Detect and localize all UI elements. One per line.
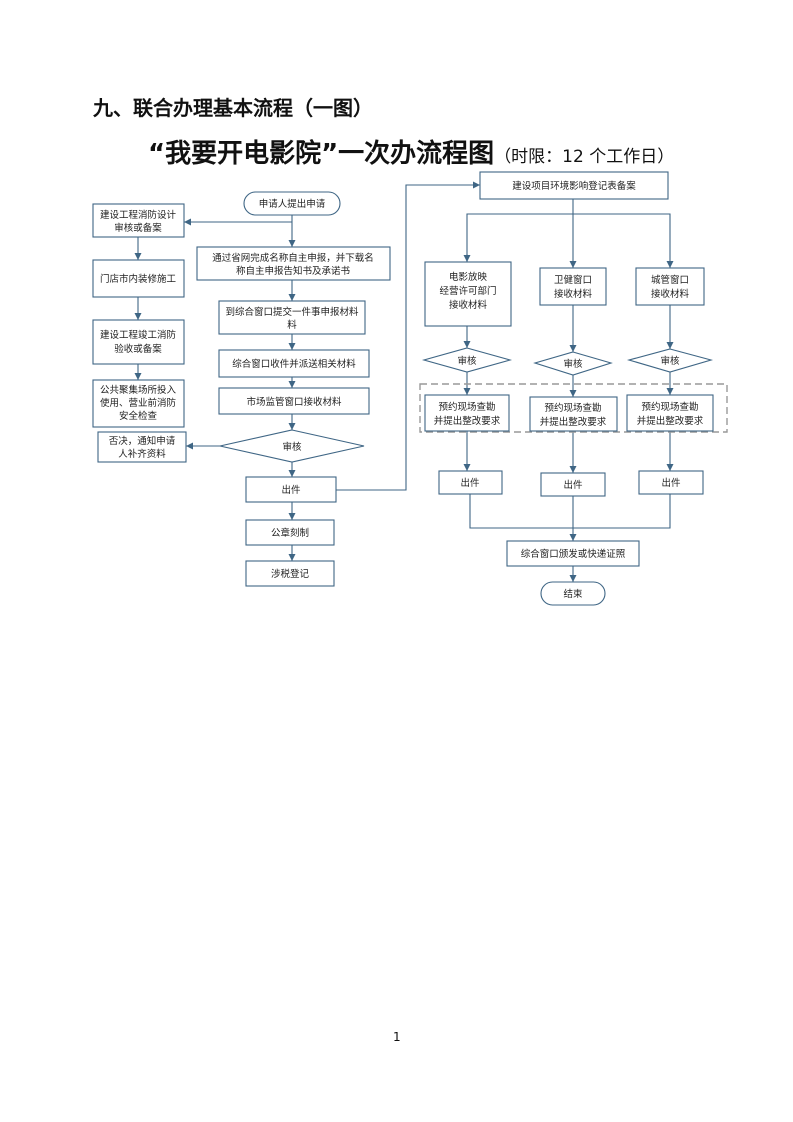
svg-text:综合窗口收件并派送相关材料: 综合窗口收件并派送相关材料 (232, 358, 356, 370)
svg-text:经营许可部门: 经营许可部门 (439, 285, 496, 297)
svg-text:称自主申报告知书及承诺书: 称自主申报告知书及承诺书 (236, 265, 351, 277)
svg-text:接收材料: 接收材料 (651, 288, 690, 300)
node-name-report: 通过省网完成名称自主申报，并下载名 称自主申报告知书及承诺书 (196, 246, 391, 281)
node-issue-health: 出件 (540, 472, 606, 497)
svg-text:综合窗口颁发或快递证照: 综合窗口颁发或快递证照 (521, 548, 626, 560)
node-issue-city: 出件 (638, 470, 704, 495)
section-heading: 九、联合办理基本流程（一图） (93, 96, 373, 120)
svg-text:建设工程竣工消防: 建设工程竣工消防 (100, 329, 177, 341)
svg-text:结束: 结束 (563, 588, 583, 600)
node-inspect-health: 预约现场查勘 并提出整改要求 (529, 396, 618, 432)
node-decoration: 门店市内装修施工 (92, 259, 185, 298)
svg-text:接收材料: 接收材料 (449, 299, 488, 311)
svg-text:门店市内装修施工: 门店市内装修施工 (100, 273, 177, 285)
node-market-window: 市场监管窗口接收材料 (218, 387, 370, 415)
svg-text:出件: 出件 (563, 479, 583, 491)
node-env-record: 建设项目环境影响登记表备案 (479, 171, 669, 200)
title-time-limit: （时限：12 个工作日） (494, 147, 675, 167)
svg-text:审核: 审核 (660, 355, 680, 367)
node-health-window: 卫健窗口 接收材料 (539, 267, 607, 306)
node-review-health: 审核 (533, 351, 613, 376)
svg-text:安全检查: 安全检查 (119, 410, 158, 422)
node-start: 申请人提出申请 (243, 191, 341, 216)
node-end: 结束 (540, 581, 606, 606)
svg-text:出件: 出件 (460, 477, 480, 489)
svg-text:建设工程消防设计: 建设工程消防设计 (100, 209, 177, 221)
svg-text:电影放映: 电影放映 (449, 271, 488, 283)
inspection-group-border (419, 383, 728, 433)
svg-text:城管窗口: 城管窗口 (651, 274, 689, 286)
svg-text:审核: 审核 (457, 355, 477, 367)
title-main: “我要开电影院”一次办流程图 (148, 139, 495, 169)
node-review-film: 审核 (421, 347, 513, 373)
node-final-delivery: 综合窗口颁发或快递证照 (506, 540, 640, 567)
page-number: 1 (393, 1030, 401, 1044)
svg-text:公共聚集场所投入: 公共聚集场所投入 (100, 384, 177, 396)
svg-text:并提出整改要求: 并提出整改要求 (540, 416, 607, 428)
svg-text:审核: 审核 (282, 441, 302, 453)
svg-text:验收或备案: 验收或备案 (114, 343, 162, 355)
node-review-main: 审核 (219, 429, 365, 463)
svg-text:并提出整改要求: 并提出整改要求 (434, 415, 501, 427)
node-inspect-film: 预约现场查勘 并提出整改要求 (424, 394, 510, 432)
svg-text:人补齐资料: 人补齐资料 (118, 448, 166, 460)
node-issue-film: 出件 (438, 470, 503, 495)
node-review-city: 审核 (626, 348, 714, 373)
node-film-dept: 电影放映 经营许可部门 接收材料 (424, 261, 512, 327)
node-dispatch: 综合窗口收件并派送相关材料 (218, 349, 370, 378)
svg-text:涉税登记: 涉税登记 (271, 568, 310, 580)
svg-text:市场监管窗口接收材料: 市场监管窗口接收材料 (246, 396, 342, 408)
page-title: “我要开电影院”一次办流程图（时限：12 个工作日） (148, 133, 674, 170)
node-seal: 公章刻制 (245, 519, 335, 546)
svg-text:通过省网完成名称自主申报，并下载名: 通过省网完成名称自主申报，并下载名 (212, 252, 374, 264)
svg-text:出件: 出件 (661, 477, 681, 489)
svg-text:否决，通知申请: 否决，通知申请 (109, 435, 176, 447)
svg-text:接收材料: 接收材料 (554, 288, 593, 300)
connectors (134, 181, 674, 582)
svg-text:使用、营业前消防: 使用、营业前消防 (100, 397, 177, 409)
node-reject: 否决，通知申请 人补齐资料 (97, 431, 187, 463)
svg-text:申请人提出申请: 申请人提出申请 (259, 198, 326, 210)
node-safety-check: 公共聚集场所投入 使用、营业前消防 安全检查 (92, 379, 185, 428)
node-city-window: 城管窗口 接收材料 (635, 267, 705, 306)
svg-text:到综合窗口提交一件事申报材料: 到综合窗口提交一件事申报材料 (225, 306, 359, 318)
svg-text:公章刻制: 公章刻制 (271, 527, 309, 539)
svg-text:预约现场查勘: 预约现场查勘 (641, 401, 698, 413)
svg-text:预约现场查勘: 预约现场查勘 (544, 402, 601, 414)
svg-text:料: 料 (287, 319, 297, 331)
node-issue-main: 出件 (245, 476, 337, 503)
node-tax: 涉税登记 (245, 560, 335, 587)
svg-text:预约现场查勘: 预约现场查勘 (438, 401, 495, 413)
svg-text:建设项目环境影响登记表备案: 建设项目环境影响登记表备案 (512, 180, 636, 192)
svg-text:审核: 审核 (563, 358, 583, 370)
svg-text:审核或备案: 审核或备案 (114, 222, 162, 234)
svg-text:出件: 出件 (281, 484, 301, 496)
node-fire-design: 建设工程消防设计 审核或备案 (92, 203, 185, 238)
node-fire-acceptance: 建设工程竣工消防 验收或备案 (92, 319, 185, 365)
node-inspect-city: 预约现场查勘 并提出整改要求 (626, 394, 714, 432)
node-submit-materials: 到综合窗口提交一件事申报材料 料 (218, 300, 366, 335)
svg-text:并提出整改要求: 并提出整改要求 (637, 415, 704, 427)
svg-text:卫健窗口: 卫健窗口 (554, 274, 592, 286)
